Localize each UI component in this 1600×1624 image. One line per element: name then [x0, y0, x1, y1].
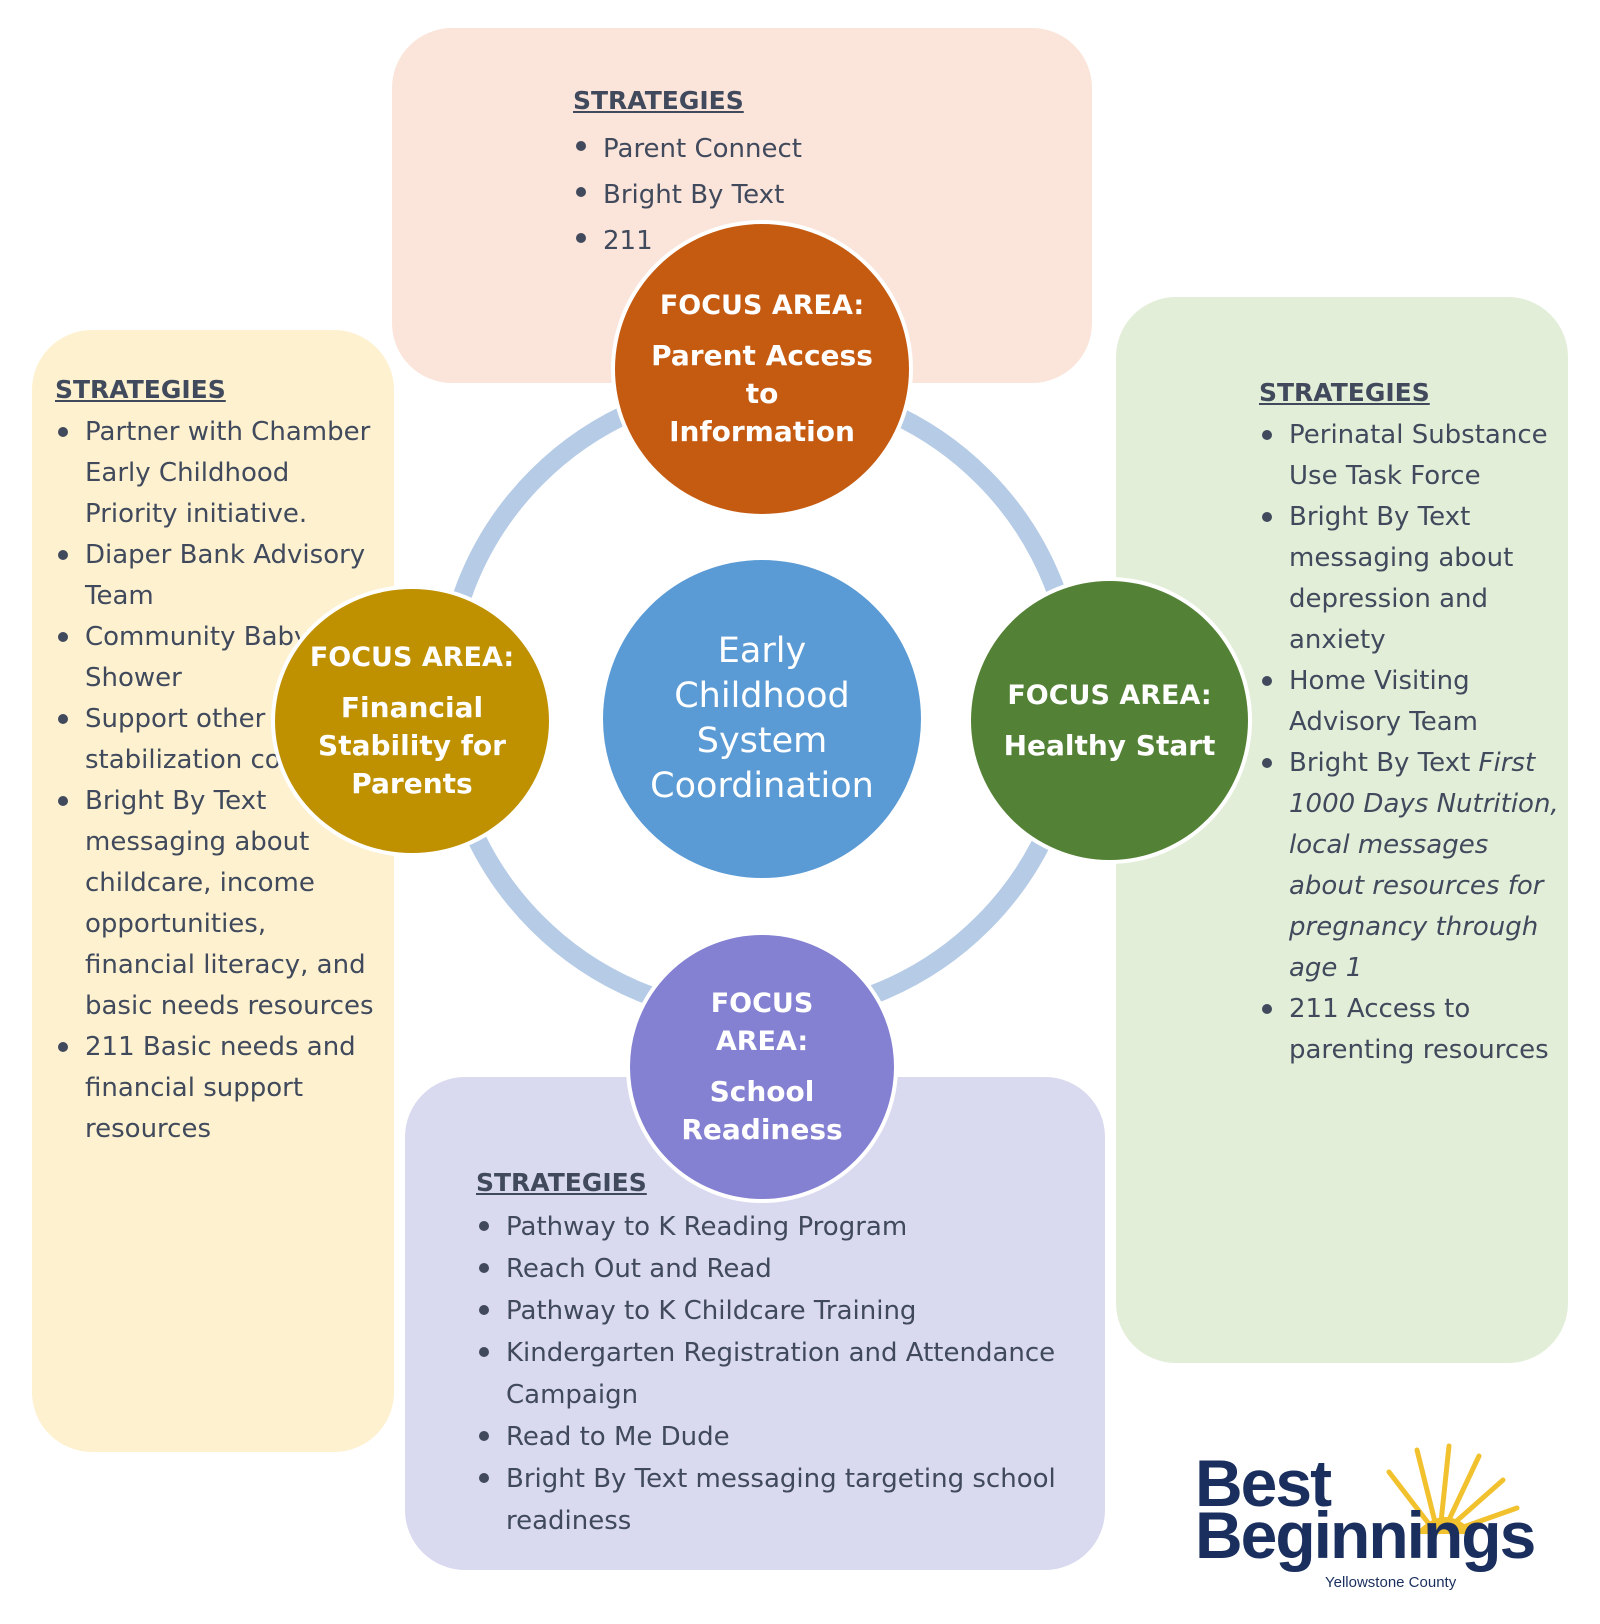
focus-area-school-readiness: FOCUS AREA: School Readiness — [626, 931, 898, 1203]
focus-area-healthy-start: FOCUS AREA: Healthy Start — [967, 577, 1252, 864]
financial-stability-strategies: STRATEGIES Partner with Chamber Early Ch… — [55, 369, 375, 1150]
focus-area-label: FOCUS AREA: — [710, 988, 814, 1057]
center-system-coordination: Early Childhood System Coordination — [599, 556, 925, 882]
sun-rays-icon — [1386, 1443, 1520, 1534]
strategies-heading: STRATEGIES — [573, 86, 744, 115]
strategies-heading: STRATEGIES — [1259, 378, 1430, 407]
strategy-item: Reach Out and Read — [476, 1248, 1076, 1290]
strategy-item: Kindergarten Registration and Attendance… — [476, 1332, 1076, 1416]
focus-area-label: FOCUS AREA: — [659, 290, 865, 321]
logo-subtitle: Yellowstone County — [1325, 1574, 1457, 1591]
focus-area-name: School Readiness — [681, 1075, 843, 1146]
strategy-item: Read to Me Dude — [476, 1416, 1076, 1458]
strategy-item: Bright By Text First 1000 Days Nutrition… — [1259, 743, 1559, 989]
focus-area-name: Parent Access to Information — [651, 339, 873, 448]
strategy-item: Perinatal Substance Use Task Force — [1259, 415, 1559, 497]
strategies-heading: STRATEGIES — [55, 375, 226, 404]
best-beginnings-logo: Best Beginnings Yellowstone County — [1195, 1443, 1565, 1600]
strategy-item: Pathway to K Childcare Training — [476, 1290, 1076, 1332]
strategy-item: Bright By Text messaging about childcare… — [55, 781, 375, 1027]
center-title: Early Childhood System Coordination — [650, 631, 874, 806]
strategy-item: 211 Access to parenting resources — [1259, 989, 1559, 1071]
strategy-item: Pathway to K Reading Program — [476, 1206, 1076, 1248]
strategies-heading: STRATEGIES — [476, 1168, 647, 1197]
focus-area-name: Healthy Start — [1003, 728, 1216, 762]
strategy-item: Parent Connect — [573, 126, 1043, 172]
focus-area-parent-access: FOCUS AREA: Parent Access to Information — [611, 220, 913, 518]
school-readiness-strategies: STRATEGIES Pathway to K Reading Program … — [476, 1162, 1076, 1542]
strategy-item: Bright By Text — [573, 172, 1043, 218]
strategy-item: 211 Basic needs and financial support re… — [55, 1027, 375, 1150]
focus-area-label: FOCUS AREA: — [309, 642, 515, 673]
strategy-item: Partner with Chamber Early Childhood Pri… — [55, 412, 375, 535]
logo-text-beginnings: Beginnings — [1195, 1498, 1536, 1572]
strategy-item: Home Visiting Advisory Team — [1259, 661, 1559, 743]
financial-stability-panel — [32, 330, 394, 1452]
focus-area-name: Financial Stability for Parents — [318, 691, 506, 800]
strategy-item: 211 — [573, 218, 1043, 264]
strategy-item-text: Bright By Text — [1289, 748, 1471, 778]
healthy-start-strategies: STRATEGIES Perinatal Substance Use Task … — [1259, 372, 1559, 1071]
focus-area-label: FOCUS AREA: — [1007, 679, 1212, 711]
strategy-item: Bright By Text messaging about depressio… — [1259, 497, 1559, 661]
strategy-item: Bright By Text messaging targeting schoo… — [476, 1458, 1076, 1542]
strategy-item-italic-text: First 1000 Days Nutrition, local message… — [1289, 748, 1559, 983]
strategy-item: Community Baby Shower — [55, 617, 375, 699]
strategy-item: Diaper Bank Advisory Team — [55, 535, 375, 617]
logo-text-best: Best — [1195, 1446, 1332, 1520]
parent-access-strategies: STRATEGIES Parent Connect Bright By Text… — [573, 78, 1043, 264]
focus-area-financial-stability: FOCUS AREA: Financial Stability for Pare… — [271, 585, 553, 857]
